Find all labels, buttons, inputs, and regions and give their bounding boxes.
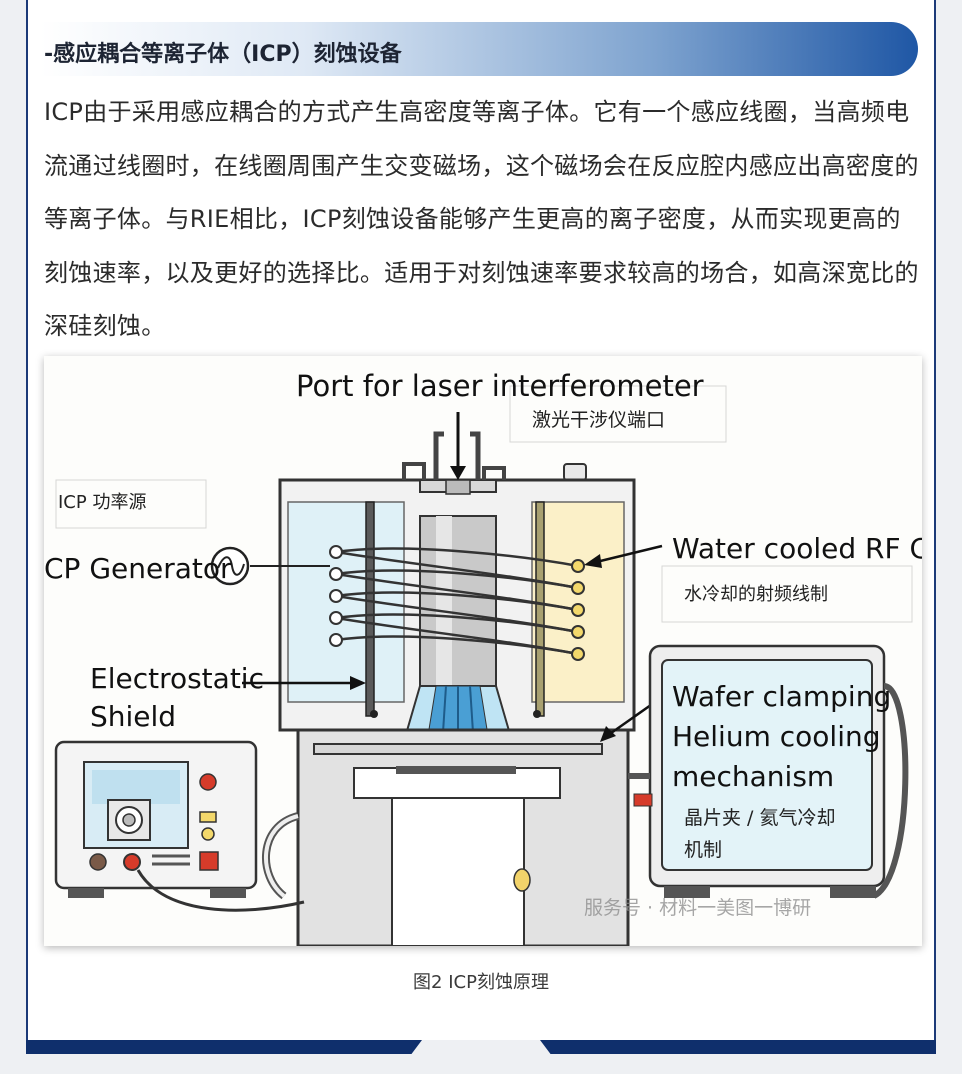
label-wafer-en-2: Helium cooling: [672, 720, 881, 753]
section-heading-bar: [40, 22, 918, 76]
icp-diagram-figure: Port for laser interferometer 激光干涉仪端口 IC…: [44, 356, 922, 946]
figure-caption: 图2 ICP刻蚀原理: [413, 972, 549, 993]
label-icp-zh: ICP 功率源: [58, 492, 146, 513]
label-wafer-en-3: mechanism: [672, 760, 834, 793]
watermark: 服务号 · 材料一美图一博研: [584, 897, 811, 919]
section-heading: -感应耦合等离子体（ICP）刻蚀设备: [44, 42, 402, 67]
label-wafer-en-1: Wafer clamping: [672, 680, 891, 713]
label-coil-zh: 水冷却的射频线制: [684, 584, 828, 605]
label-port-en: Port for laser interferometer: [296, 369, 704, 403]
label-wafer-zh-1: 晶片夹 / 氦气冷却: [684, 807, 835, 829]
chamber-cap: [563, 463, 587, 481]
label-shield-en-1: Electrostatic: [90, 662, 264, 695]
label-coil-en: Water cooled RF Coi: [672, 532, 922, 565]
rf-coil: [335, 547, 579, 656]
bottom-notch: [410, 1040, 552, 1056]
label-generator-en: CP Generator: [44, 552, 232, 585]
label-shield-en-2: Shield: [90, 700, 176, 733]
body-paragraph: ICP由于采用感应耦合的方式产生高密度等离子体。它有一个感应线圈，当高频电流通过…: [44, 98, 919, 340]
shield-right: [535, 501, 545, 717]
chamber-window-left: [287, 501, 405, 703]
wafer-clamping-panel: [661, 659, 873, 871]
label-wafer-zh-2: 机制: [684, 839, 722, 861]
chamber-window-right: [531, 501, 625, 703]
shield-left: [365, 501, 375, 717]
icp-diagram: Port for laser interferometer 激光干涉仪端口 IC…: [44, 369, 922, 946]
label-port-zh: 激光干涉仪端口: [532, 409, 665, 431]
chuck-stem: [391, 797, 525, 946]
red-knob: [199, 773, 217, 791]
dielectric-tube: [419, 515, 497, 697]
